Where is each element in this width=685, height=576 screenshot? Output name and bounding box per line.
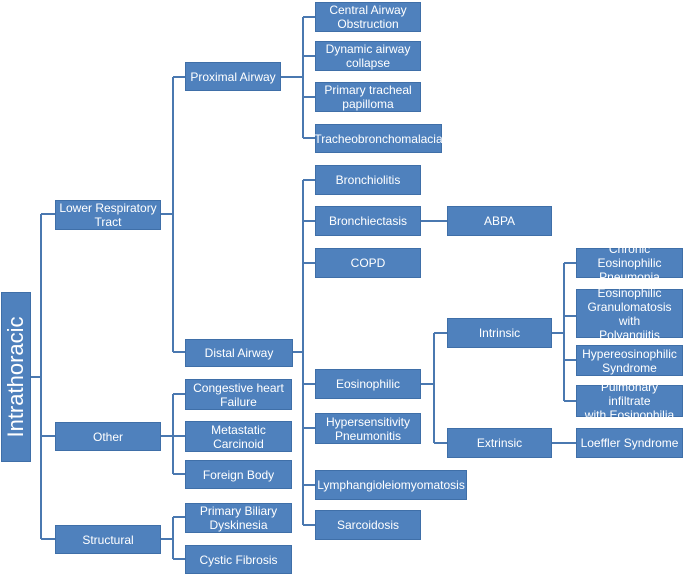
root-label: Intrathoracic (3, 316, 28, 438)
node-tracheobronchomalacia: Tracheobronchomalacia (314, 124, 443, 153)
node-hypereosinophilic-syndrome: Hypereosinophilic Syndrome (576, 345, 683, 376)
node-loeffler-syndrome: Loeffler Syndrome (576, 428, 683, 458)
node-bronchiolitis: Bronchiolitis (315, 165, 421, 195)
node-other: Other (55, 422, 161, 451)
node-lower-respiratory-tract: Lower Respiratory Tract (55, 200, 161, 230)
node-eosinophilic-granulomatosis: Eosinophilic Granulomatosis with Polyang… (576, 286, 683, 342)
node-eosinophilic: Eosinophilic (315, 369, 421, 399)
node-primary-tracheal-papilloma: Primary tracheal papilloma (315, 82, 421, 112)
node-metastatic-carcinoid: Metastatic Carcinoid (185, 421, 292, 452)
node-hypersensitivity-pneumonitis: Hypersensitivity Pneumonitis (315, 413, 421, 444)
node-extrinsic: Extrinsic (447, 428, 552, 458)
node-cystic-fibrosis: Cystic Fibrosis (185, 545, 292, 574)
node-structural: Structural (55, 525, 161, 554)
node-dynamic-airway-collapse: Dynamic airway collapse (315, 41, 421, 71)
root-node-intrathoracic: Intrathoracic (1, 292, 31, 462)
node-distal-airway: Distal Airway (185, 339, 293, 367)
node-congestive-heart-failure: Congestive heart Failure (185, 379, 292, 410)
node-proximal-airway: Proximal Airway (185, 62, 281, 91)
node-sarcoidosis: Sarcoidosis (315, 510, 421, 540)
node-intrinsic: Intrinsic (447, 318, 552, 348)
node-pulmonary-infiltrate-eosinophilia: Pulmonary infiltrate with Eosinophilia (576, 380, 683, 422)
node-lymphangioleiomyomatosis: Lymphangioleiomyomatosis (315, 470, 467, 500)
node-central-airway-obstruction: Central Airway Obstruction (315, 2, 421, 32)
node-chronic-eosinophilic-pneumonia: Chronic Eosinophilic Pneumonia (576, 242, 683, 284)
node-foreign-body: Foreign Body (185, 460, 292, 489)
node-bronchiectasis: Bronchiectasis (315, 206, 421, 236)
node-abpa: ABPA (447, 206, 552, 236)
node-copd: COPD (315, 248, 421, 278)
node-primary-biliary-dyskinesia: Primary Biliary Dyskinesia (185, 503, 292, 533)
